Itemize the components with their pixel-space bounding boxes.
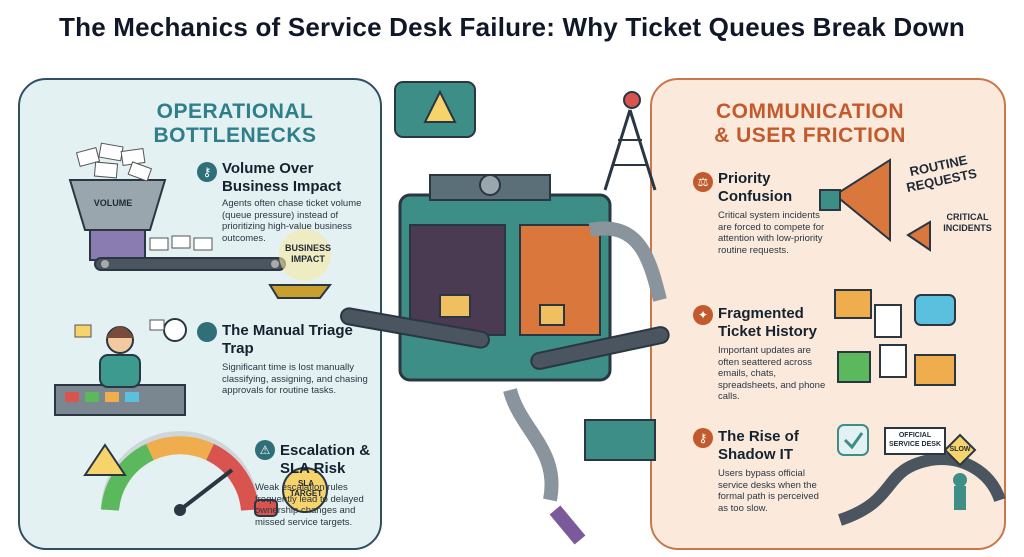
section-shadow-it-heading: The Rise of Shadow IT [718,428,799,463]
section-shadow-it-body: Users bypass official service desks when… [718,468,819,514]
sla-target-label: SLA TARGET [289,479,323,498]
warning-icon: ⚠ [255,440,275,460]
scales-icon: ⚖ [693,172,713,192]
page-title: The Mechanics of Service Desk Failure: W… [59,12,965,42]
section-volume-body: Agents often chase ticket volume (queue … [222,198,362,244]
key-icon: ⚷ [693,428,713,448]
section-priority-body: Critical system incidents are forced to … [718,210,825,256]
central-machine-illustration [340,174,670,545]
documents-illustration [834,289,956,386]
section-volume-heading: Volume Over Business Impact [222,160,342,195]
manual-triage-illustration [54,318,187,416]
business-impact-label: BUSINESS IMPACT [284,243,331,264]
left-panel-title: OPERATIONAL BOTTLENECKS [153,100,317,147]
section-triage-body: Significant time is lost manually classi… [222,362,368,396]
section-priority-heading: Priority Confusion [718,170,793,205]
shadow-it-illustration [837,424,1006,526]
megaphone-illustration [819,158,931,252]
warning-sign-illustration [394,81,476,138]
section-fragmented-body: Important updates are often seattered ac… [718,345,826,402]
section-escalation-body: Weak escalation rules frequently lead to… [255,482,364,528]
slow-label: SLOW [949,446,971,453]
volume-label: VOLUME [93,198,133,208]
volume-hopper-illustration [68,142,333,299]
puzzle-icon: ✦ [693,305,713,325]
sla-gauge-illustration [83,431,328,517]
section-fragmented-heading: Fragmented Ticket History [718,305,817,340]
right-panel-title: COMMUNICATION & USER FRICTION [714,100,906,147]
critical-incidents-label: CRITICAL INCIDENTS [943,212,992,233]
section-escalation-heading: Escalation & SLA Risk [280,442,371,477]
circle-icon [197,322,217,342]
key-icon: ⚷ [197,162,217,182]
section-triage-heading: The Manual Triage Trap [222,322,353,357]
signal-tower-illustration [603,91,657,191]
official-service-desk-label: OFFICIAL SERVICE DESK [889,432,941,448]
